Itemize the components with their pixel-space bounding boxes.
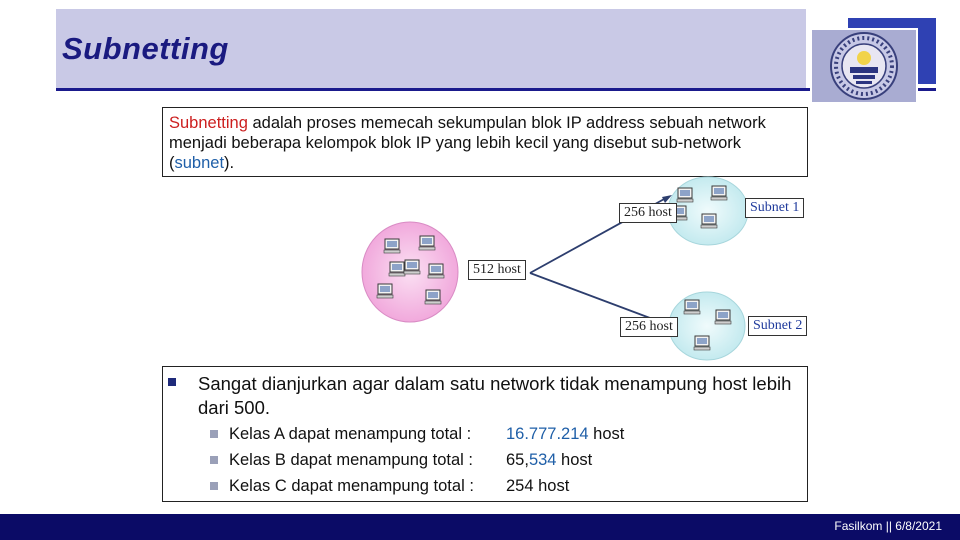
class-b-number-b: 534 [529, 451, 557, 469]
main-bullet-text: Sangat dianjurkan agar dalam satu networ… [198, 372, 798, 420]
definition-term: Subnetting [169, 114, 248, 132]
university-seal-icon [812, 30, 916, 102]
sub-bullet-square-icon [210, 430, 218, 438]
class-c-label: Kelas C dapat menampung total : [229, 477, 474, 496]
bullet-square-icon [168, 378, 176, 386]
class-b-number-a: 65, [506, 451, 529, 469]
main-host-label: 512 host [468, 260, 526, 280]
class-b-label: Kelas B dapat menampung total : [229, 451, 473, 470]
sub-bullet-square-icon [210, 482, 218, 490]
definition-text-end: ). [224, 154, 234, 172]
class-a-label: Kelas A dapat menampung total : [229, 425, 471, 444]
class-b-unit: host [556, 451, 592, 469]
class-c-value: 254 host [506, 477, 569, 496]
footer-bar [0, 514, 960, 540]
definition-term-subnet: subnet [175, 154, 225, 172]
slide-title: Subnetting [62, 31, 229, 67]
bottom-host-label: 256 host [620, 317, 678, 337]
definition-text: adalah proses memecah sekumpulan blok IP… [169, 114, 766, 172]
subnet-1-label: Subnet 1 [745, 198, 804, 218]
definition-box: Subnetting adalah proses memecah sekumpu… [162, 107, 808, 177]
class-b-value: 65,534 host [506, 451, 592, 470]
sub-bullet-square-icon [210, 456, 218, 464]
subnet-2-label: Subnet 2 [748, 316, 807, 336]
class-a-number: 16.777.214 [506, 425, 589, 443]
class-a-unit: host [589, 425, 625, 443]
class-a-value: 16.777.214 host [506, 425, 624, 444]
title-underline [56, 88, 936, 91]
footer-text: Fasilkom || 6/8/2021 [834, 519, 942, 533]
top-host-label: 256 host [619, 203, 677, 223]
